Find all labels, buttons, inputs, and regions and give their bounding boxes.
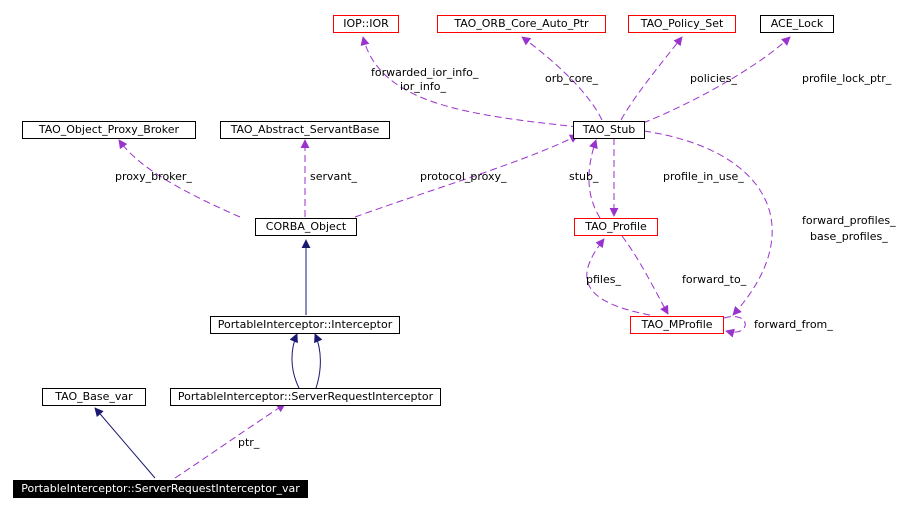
edge-protocol-proxy xyxy=(354,134,579,218)
label-orb-core: orb_core_ xyxy=(545,72,599,85)
label-profile-in-use: profile_in_use_ xyxy=(663,170,744,183)
edge-pfiles xyxy=(586,238,651,316)
edge-inherit-var-base-var xyxy=(94,407,156,479)
label-policies: policies_ xyxy=(690,72,737,85)
node-tao-mprofile[interactable]: TAO_MProfile xyxy=(630,316,724,334)
edge-profile-lock-ptr xyxy=(642,36,791,124)
node-tao-stub[interactable]: TAO_Stub xyxy=(573,121,645,139)
label-ior-info: ior_info_ xyxy=(400,80,446,93)
label-protocol-proxy: protocol_proxy_ xyxy=(420,170,507,183)
edge-forward-to xyxy=(621,235,669,315)
label-forward-from: forward_from_ xyxy=(754,318,833,331)
node-tao-policy-set[interactable]: TAO_Policy_Set xyxy=(628,15,736,33)
node-server-request-interceptor[interactable]: PortableInterceptor::ServerRequestInterc… xyxy=(170,388,441,406)
edge-forward-from xyxy=(723,316,746,338)
edge-policies xyxy=(620,36,683,121)
node-tao-object-proxy-broker[interactable]: TAO_Object_Proxy_Broker xyxy=(22,121,196,139)
label-servant: servant_ xyxy=(310,170,358,183)
node-tao-orb-core-auto-ptr[interactable]: TAO_ORB_Core_Auto_Ptr xyxy=(437,15,606,33)
edge-proxy-broker xyxy=(118,139,241,218)
edge-forwarded-ior-info xyxy=(360,36,579,128)
node-corba-object[interactable]: CORBA_Object xyxy=(255,218,357,236)
edge-inherit-sri-interceptor-left xyxy=(289,333,300,389)
edge-ptr xyxy=(174,403,286,479)
node-iop-ior[interactable]: IOP::IOR xyxy=(333,15,399,33)
label-ptr: ptr_ xyxy=(238,436,260,449)
edge-stub xyxy=(588,139,601,219)
edge-forward-profiles xyxy=(643,130,773,316)
label-forwarded-ior-info: forwarded_ior_info_ xyxy=(371,66,479,79)
label-profile-lock-ptr: profile_lock_ptr_ xyxy=(802,72,892,85)
label-forward-profiles: forward_profiles_ xyxy=(802,214,896,227)
node-tao-abstract-servantbase[interactable]: TAO_Abstract_ServantBase xyxy=(220,121,390,139)
edge-orb-core xyxy=(521,36,603,121)
label-proxy-broker: proxy_broker_ xyxy=(115,170,192,183)
label-stub: stub_ xyxy=(569,170,599,183)
node-tao-base-var[interactable]: TAO_Base_var xyxy=(42,388,146,406)
label-base-profiles: base_profiles_ xyxy=(810,230,888,243)
label-forward-to: forward_to_ xyxy=(682,273,747,286)
edge-inherit-sri-interceptor-right xyxy=(314,333,323,389)
label-pfiles: pfiles_ xyxy=(586,273,621,286)
node-ace-lock[interactable]: ACE_Lock xyxy=(760,15,834,33)
node-server-request-interceptor-var[interactable]: PortableInterceptor::ServerRequestInterc… xyxy=(13,480,308,498)
node-portable-interceptor-interceptor[interactable]: PortableInterceptor::Interceptor xyxy=(210,316,400,334)
node-tao-profile[interactable]: TAO_Profile xyxy=(574,218,658,236)
